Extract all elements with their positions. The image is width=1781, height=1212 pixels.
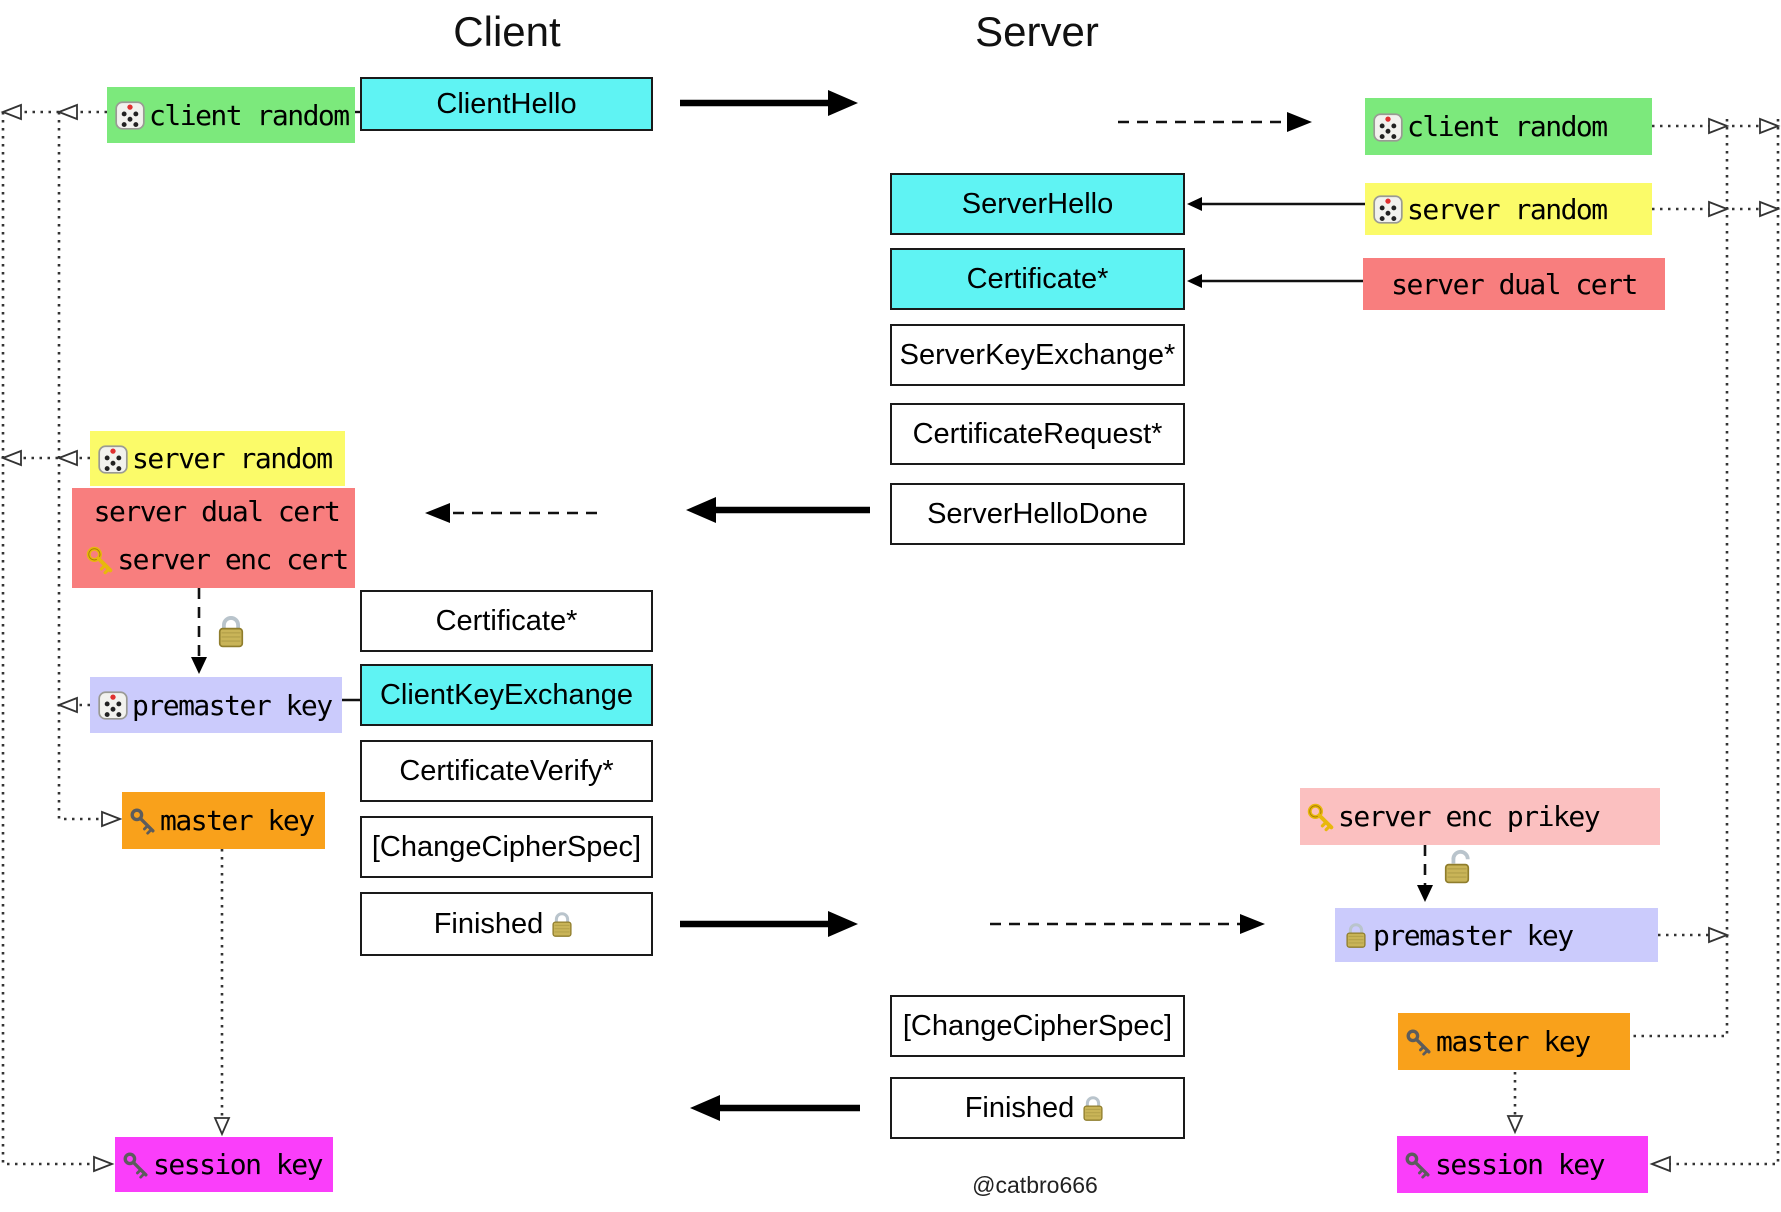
arrowhead-left-cr-inner xyxy=(56,103,78,121)
server-column-title: Server xyxy=(975,8,1099,55)
arrowhead-client-finished-send xyxy=(828,911,858,937)
arrowhead-server-random-to-serverhello xyxy=(1187,197,1202,211)
left-client-random-label: client random xyxy=(107,87,355,143)
client-hello-box: ClientHello xyxy=(360,77,653,131)
gold-key-icon xyxy=(1306,802,1336,832)
left-derivation-line-outer xyxy=(1,112,94,1166)
arrowhead-serverhellodone-send xyxy=(686,497,716,523)
certificate-request-box: CertificateRequest* xyxy=(890,403,1185,465)
arrowhead-right-sr-outer xyxy=(1759,200,1781,218)
arrowhead-client-finished-arrive xyxy=(1240,914,1265,934)
lock-closed-icon xyxy=(547,909,577,939)
die-icon xyxy=(113,98,147,132)
client-change-cipher-spec-box: [ChangeCipherSpec] xyxy=(360,816,653,878)
arrowhead-left-premaster xyxy=(56,696,78,714)
right-decrypt-lock-open-icon xyxy=(1438,848,1476,891)
old-key-icon xyxy=(121,1150,151,1180)
left-premaster-key-label: premaster key xyxy=(90,677,342,733)
left-master-key-label: master key xyxy=(122,792,325,849)
arrowhead-right-master-to-session xyxy=(1506,1115,1524,1135)
arrowhead-server-finished-send xyxy=(690,1095,720,1121)
server-certificate-box: Certificate* xyxy=(890,248,1185,310)
client-column-title: Client xyxy=(453,8,561,55)
arrowhead-serverhellodone-arrive xyxy=(425,503,450,523)
lock-closed-icon xyxy=(1078,1093,1108,1123)
right-master-key-label: master key xyxy=(1398,1013,1630,1070)
arrowhead-left-decrypt-drop xyxy=(191,657,207,674)
arrowhead-left-master-to-session xyxy=(213,1117,231,1137)
die-icon xyxy=(1371,192,1405,226)
server-hello-done-box: ServerHelloDone xyxy=(890,483,1185,545)
arrowhead-into-right-session xyxy=(1649,1155,1671,1173)
server-key-exchange-box: ServerKeyExchange* xyxy=(890,324,1185,386)
client-key-exchange-box: ClientKeyExchange xyxy=(360,664,653,726)
arrowhead-into-left-session xyxy=(93,1155,115,1173)
arrowhead-left-sr-inner xyxy=(56,449,78,467)
die-icon xyxy=(96,688,130,722)
credit-watermark: @catbro666 xyxy=(972,1172,1098,1198)
right-client-random-label: client random xyxy=(1365,98,1652,155)
right-derivation-line-inner xyxy=(1632,119,1729,1038)
arrowhead-left-sr-outer xyxy=(0,449,22,467)
die-icon xyxy=(1371,110,1405,144)
server-finished-box: Finished xyxy=(890,1077,1185,1139)
right-server-dual-cert-label: server dual cert xyxy=(1363,258,1665,310)
right-session-key-label: session key xyxy=(1397,1136,1648,1193)
certificate-verify-box: CertificateVerify* xyxy=(360,740,653,802)
right-derivation-line-outer xyxy=(1670,119,1780,1166)
server-change-cipher-spec-box: [ChangeCipherSpec] xyxy=(890,995,1185,1057)
right-server-random-label: server random xyxy=(1365,183,1652,235)
arrowhead-into-left-master xyxy=(101,810,123,828)
left-session-key-label: session key xyxy=(115,1137,333,1192)
old-key-icon xyxy=(128,806,158,836)
client-finished-box: Finished xyxy=(360,892,653,956)
arrowhead-right-decrypt-drop xyxy=(1417,885,1433,902)
gold-key-icon xyxy=(85,545,115,575)
server-enc-prikey-label: server enc prikey xyxy=(1300,788,1660,845)
lock-closed-icon xyxy=(1341,920,1371,950)
arrowhead-right-cr-outer xyxy=(1759,117,1781,135)
arrowhead-clienthello-send xyxy=(828,90,858,116)
arrowhead-right-sr-inner xyxy=(1708,200,1730,218)
arrowhead-right-premaster xyxy=(1708,926,1730,944)
left-decrypt-lock-closed-icon xyxy=(212,612,250,655)
left-server-dual-cert-label: server dual cert server enc cert xyxy=(72,488,355,588)
old-key-icon xyxy=(1403,1150,1433,1180)
arrowhead-dual-cert-to-certificate xyxy=(1187,274,1202,288)
server-hello-box: ServerHello xyxy=(890,173,1185,235)
arrowhead-clienthello-arrive xyxy=(1287,112,1312,132)
die-icon xyxy=(96,442,130,476)
arrowhead-right-cr-inner xyxy=(1708,117,1730,135)
old-key-icon xyxy=(1404,1027,1434,1057)
client-certificate-box: Certificate* xyxy=(360,590,653,652)
left-server-random-label: server random xyxy=(90,431,345,486)
arrowhead-left-cr-outer xyxy=(0,103,22,121)
right-premaster-key-label: premaster key xyxy=(1335,908,1658,962)
